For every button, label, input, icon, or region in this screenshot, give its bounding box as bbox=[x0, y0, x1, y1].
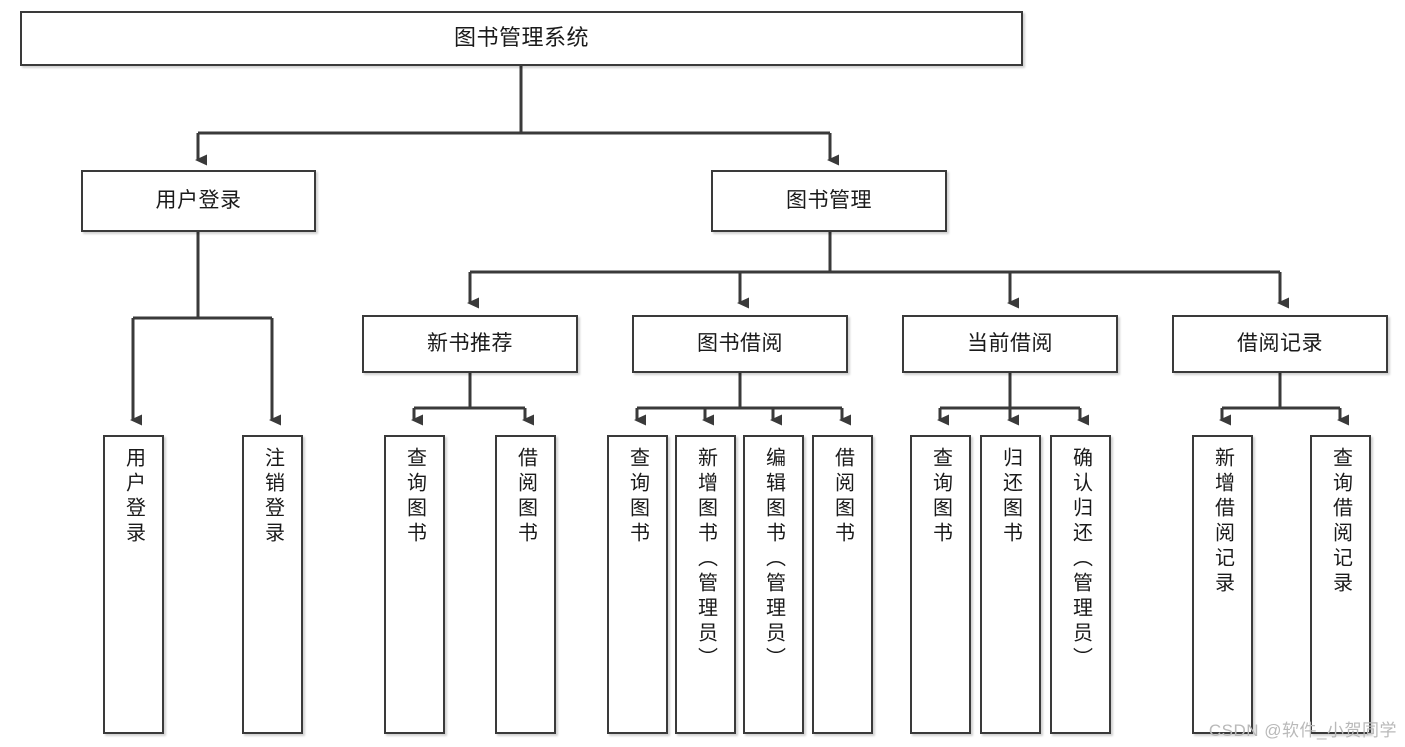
leaf-query-books-current[interactable]: 查询图书 bbox=[910, 435, 971, 734]
node-label: 新增图书（管理员） bbox=[694, 447, 717, 672]
leaf-confirm-return-admin[interactable]: 确认归还（管理员） bbox=[1050, 435, 1111, 734]
node-root-book-management-system[interactable]: 图书管理系统 bbox=[20, 11, 1023, 66]
node-label: 新书推荐 bbox=[427, 332, 513, 356]
node-user-login[interactable]: 用户登录 bbox=[81, 170, 316, 232]
node-label: 编辑图书（管理员） bbox=[762, 447, 785, 672]
leaf-add-book-admin[interactable]: 新增图书（管理员） bbox=[675, 435, 736, 734]
leaf-borrow-books-new[interactable]: 借阅图书 bbox=[495, 435, 556, 734]
node-label: 借阅图书 bbox=[514, 447, 537, 547]
leaf-return-books[interactable]: 归还图书 bbox=[980, 435, 1041, 734]
node-label: 用户登录 bbox=[122, 447, 145, 547]
node-book-management[interactable]: 图书管理 bbox=[711, 170, 947, 232]
node-borrow-records[interactable]: 借阅记录 bbox=[1172, 315, 1388, 373]
node-label: 确认归还（管理员） bbox=[1069, 447, 1092, 672]
leaf-query-borrow-record[interactable]: 查询借阅记录 bbox=[1310, 435, 1371, 734]
node-label: 查询图书 bbox=[929, 447, 952, 547]
leaf-query-books-new[interactable]: 查询图书 bbox=[384, 435, 445, 734]
node-label: 图书管理 bbox=[786, 189, 872, 213]
node-label: 图书管理系统 bbox=[453, 25, 589, 51]
leaf-logout[interactable]: 注销登录 bbox=[242, 435, 303, 734]
node-label: 注销登录 bbox=[261, 447, 284, 547]
node-book-borrowing[interactable]: 图书借阅 bbox=[632, 315, 848, 373]
leaf-add-borrow-record[interactable]: 新增借阅记录 bbox=[1192, 435, 1253, 734]
node-label: 用户登录 bbox=[155, 189, 242, 213]
node-label: 借阅图书 bbox=[831, 447, 854, 547]
node-label: 归还图书 bbox=[999, 447, 1022, 547]
node-label: 查询图书 bbox=[403, 447, 426, 547]
node-label: 查询图书 bbox=[626, 447, 649, 547]
leaf-borrow-books[interactable]: 借阅图书 bbox=[812, 435, 873, 734]
node-label: 借阅记录 bbox=[1237, 332, 1323, 356]
node-current-borrowing[interactable]: 当前借阅 bbox=[902, 315, 1118, 373]
leaf-user-login[interactable]: 用户登录 bbox=[103, 435, 164, 734]
leaf-edit-book-admin[interactable]: 编辑图书（管理员） bbox=[743, 435, 804, 734]
node-new-book-recommendation[interactable]: 新书推荐 bbox=[362, 315, 578, 373]
watermark: CSDN @软件_小贺同学 bbox=[1208, 721, 1397, 740]
node-label: 新增借阅记录 bbox=[1211, 447, 1234, 597]
node-label: 图书借阅 bbox=[697, 332, 783, 356]
node-label: 当前借阅 bbox=[967, 332, 1053, 356]
leaf-query-books-borrow[interactable]: 查询图书 bbox=[607, 435, 668, 734]
node-label: 查询借阅记录 bbox=[1329, 447, 1352, 597]
